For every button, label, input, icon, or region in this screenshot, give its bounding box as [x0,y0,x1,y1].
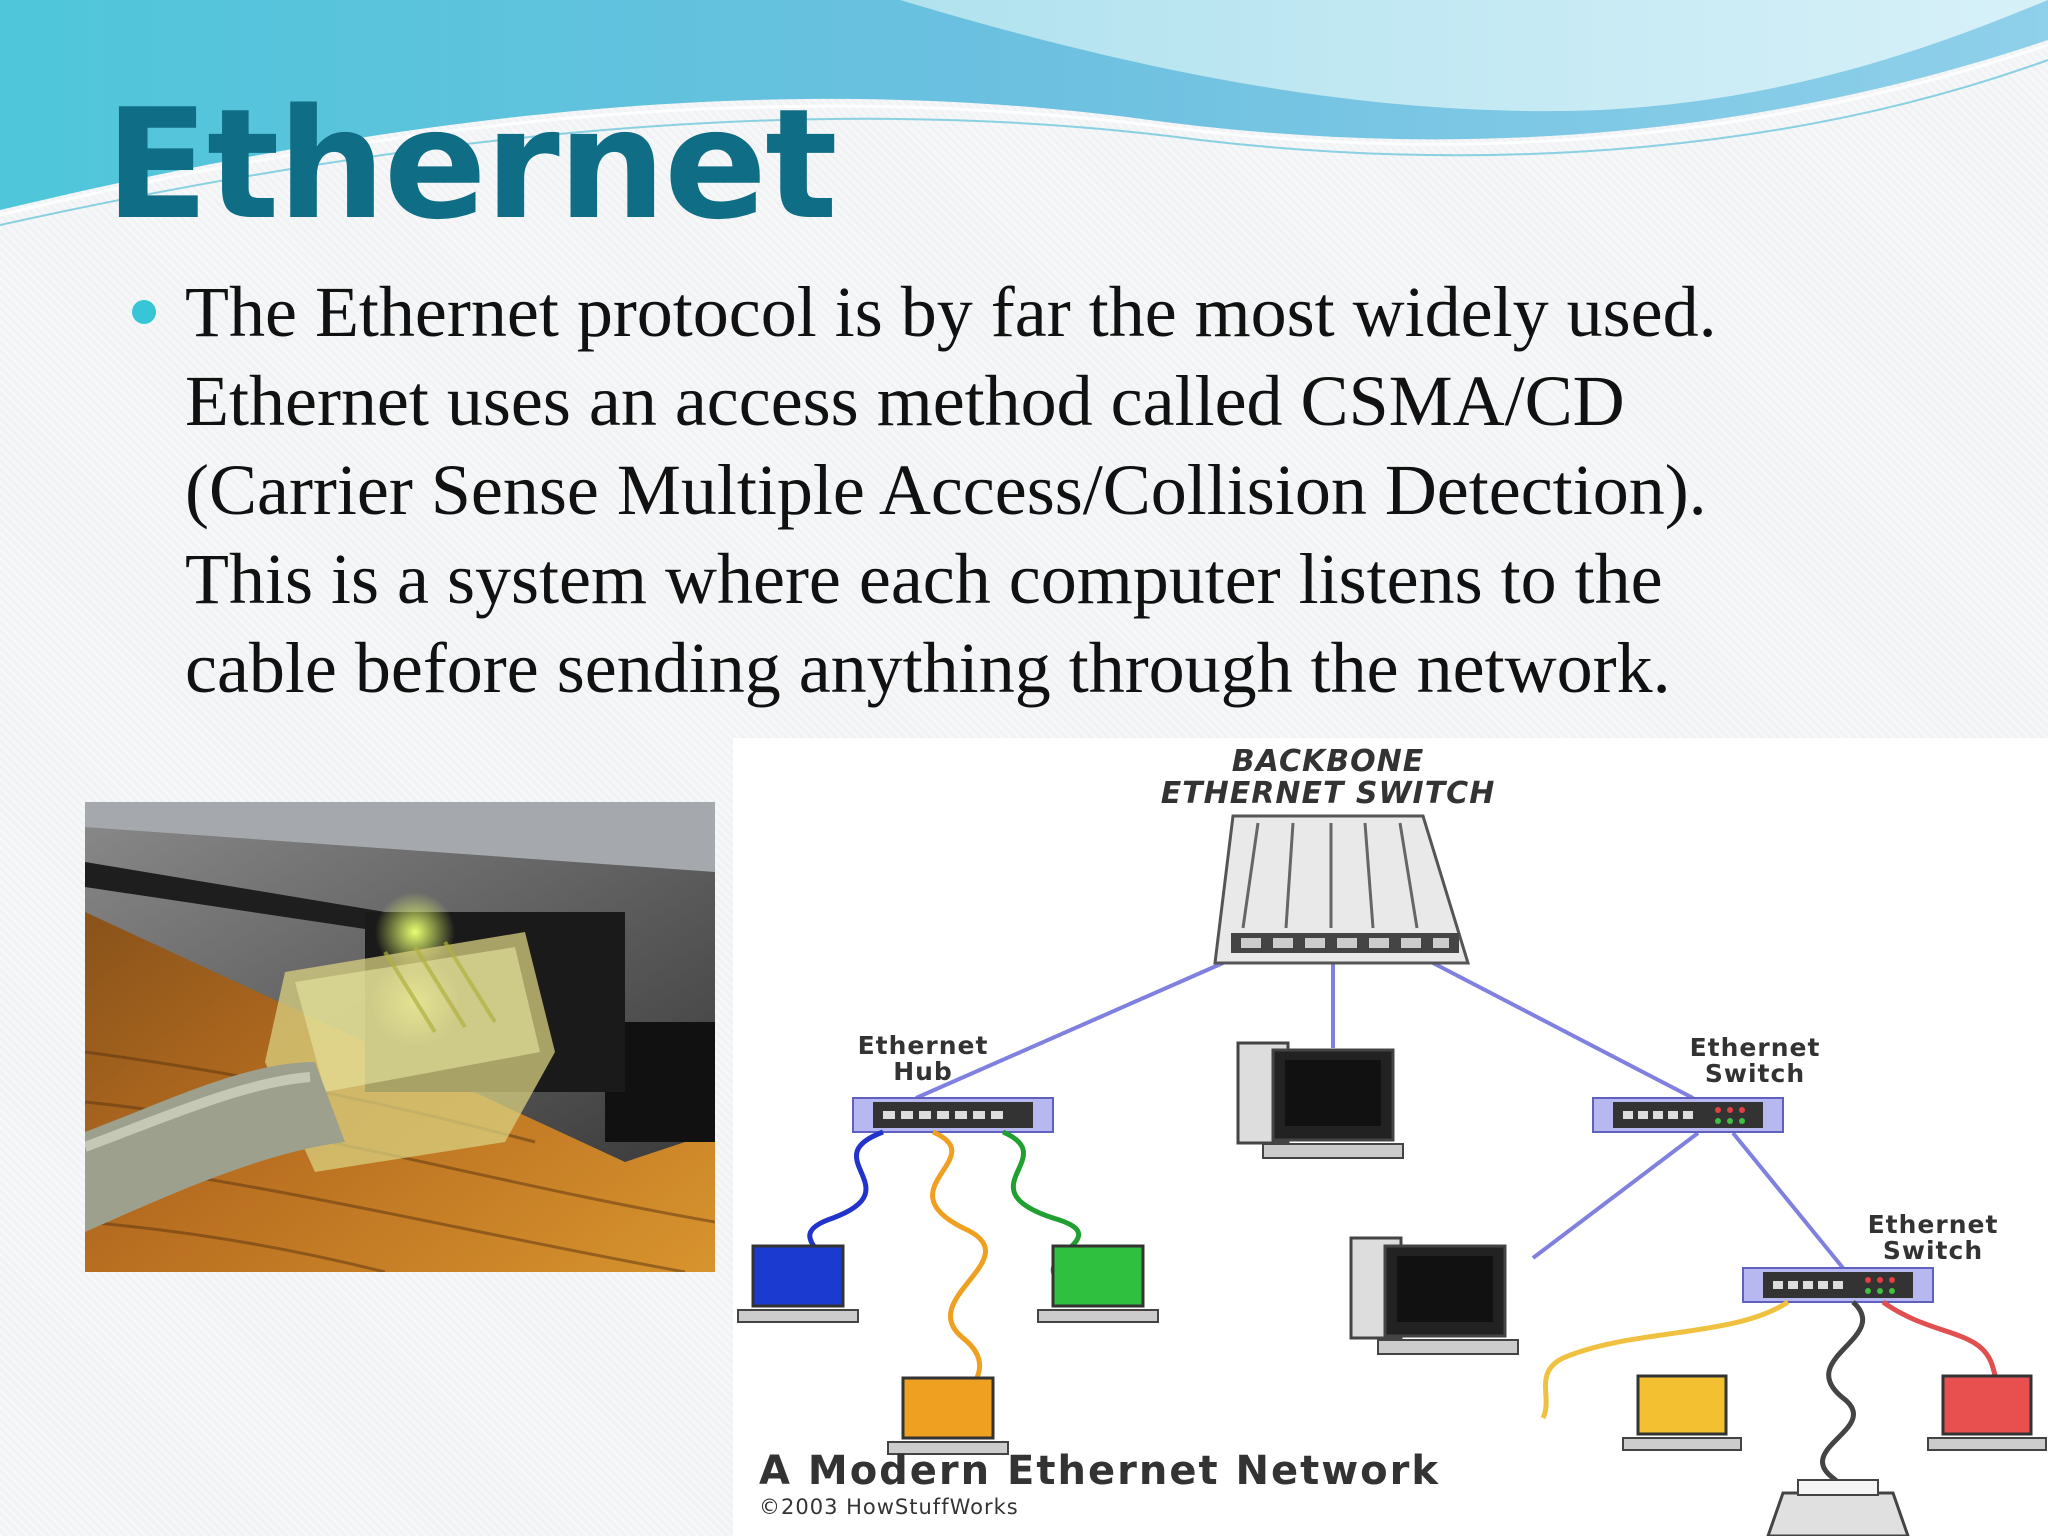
green-computer-icon [1037,1244,1159,1323]
link-line [1731,1131,1845,1270]
switch-label: Ethernet Switch [1867,1210,1999,1266]
orange-computer-icon [887,1376,1009,1455]
bullet-text: The Ethernet protocol is by far the most… [185,268,1985,713]
diagram-copyright: ©2003 HowStuffWorks [759,1495,1019,1519]
ethernet-plug-photo [85,802,715,1272]
desktop-computer-icon [1349,1236,1519,1355]
link-line [1531,1131,1700,1260]
backbone-switch-icon [1213,814,1471,965]
bullet-line: This is a system where each computer lis… [185,539,1663,619]
slide-title: Ethernet [105,76,838,253]
blue-computer-icon [737,1244,859,1323]
network-diagram: BACKBONE ETHERNET SWITCH Ethernet Hub Et… [733,738,2048,1536]
link-line [915,961,1224,1100]
hub-label: Ethernet Hub [857,1031,989,1087]
printer-icon [1766,1479,1910,1536]
bullet-line: The Ethernet protocol is by far the most… [185,272,1717,352]
bullet-line: Ethernet uses an access method called CS… [185,361,1625,441]
bullet-line: (Carrier Sense Multiple Access/Collision… [185,450,1707,530]
desktop-computer-icon [1236,1041,1404,1159]
diagram-caption: A Modern Ethernet Network [759,1448,1440,1494]
ethernet-hub-icon [852,1097,1054,1133]
switch-label: Ethernet Switch [1689,1033,1821,1089]
header-wave-decoration [0,0,2048,226]
link-line [1432,961,1694,1100]
backbone-switch-label: BACKBONE ETHERNET SWITCH [1160,744,1496,811]
bullet-icon [132,300,156,324]
ethernet-switch-icon [1742,1267,1934,1303]
red-computer-icon [1927,1374,2047,1451]
bullet-line: cable before sending anything through th… [185,628,1671,708]
ethernet-switch-icon [1592,1097,1784,1133]
yellow-computer-icon [1622,1374,1742,1451]
